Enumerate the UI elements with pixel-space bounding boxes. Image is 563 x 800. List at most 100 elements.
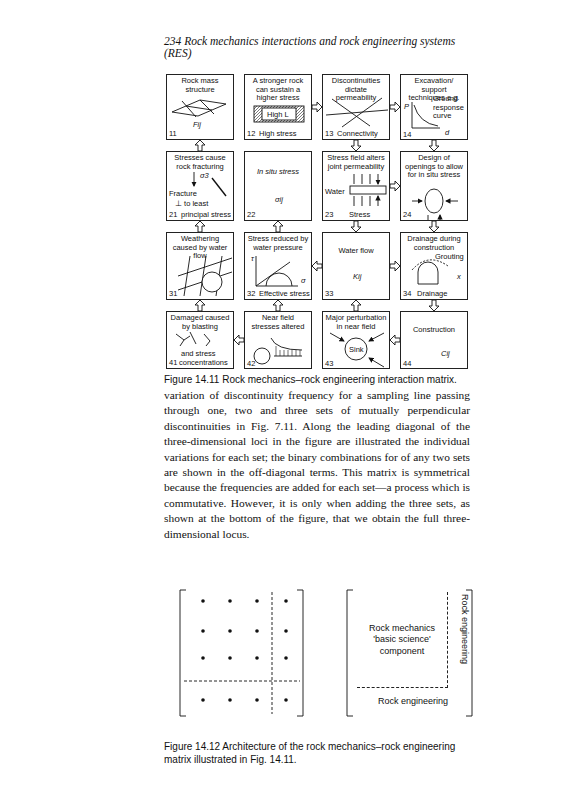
box-title: Stress field alters joint permeability: [325, 154, 387, 171]
box-title: Stress reduced by water pressure: [247, 235, 309, 252]
callout-number: 21: [169, 211, 177, 220]
matrix-box: Stress reduced by water pressure τ σ 32 Effe…: [244, 232, 312, 300]
box-title: A stronger rock can sustain a higher str…: [247, 77, 309, 103]
matrix-box: In situ stress σij 22: [244, 151, 312, 221]
matrix-box: Rock engineering: [357, 690, 469, 714]
box-title: Drainage during construction: [403, 235, 465, 252]
matrix-box: Water flowKij 33: [322, 232, 390, 300]
callout-number: 24: [403, 211, 411, 220]
matrix-box: Rock mechanics 'basic science' component: [357, 592, 448, 688]
matrix-box: Major perturbation in near fieldSink 43: [322, 311, 390, 369]
body-paragraph: variation of discontinuity frequency for…: [164, 388, 470, 542]
box-title: Construction: [403, 326, 465, 335]
box-title: Water flow: [325, 247, 387, 256]
box-label: High L: [267, 111, 289, 120]
block-arrow: [390, 181, 400, 191]
matrix-box: Stress field alters joint permeabilityWa…: [322, 151, 390, 221]
matrix-box: Discontinuities dictate permeability 13 Co…: [322, 74, 390, 140]
callout-number: 14: [403, 131, 411, 140]
matrix-box: Stresses cause rock fracturingσ3Fracture…: [166, 151, 234, 221]
box-label: ⊥ to least: [175, 200, 208, 209]
matrix-box: Design of openings to allow for in situ …: [400, 151, 468, 221]
box-label: High stress: [259, 130, 297, 139]
box-label: principal stress: [181, 211, 231, 220]
box-label: Grouting: [435, 253, 464, 262]
block-arrow: [195, 300, 205, 311]
box-label: Cij: [441, 350, 450, 359]
matrix-box: Excavation/ support techniques e.g.Groun…: [400, 74, 468, 140]
matrix-box: Weathering caused by water flow 31: [166, 232, 234, 300]
block-arrow: [429, 300, 439, 311]
block-arrow: [312, 261, 322, 271]
box-label: Water: [325, 188, 345, 197]
box-label: σij: [275, 196, 283, 205]
callout-number: 31: [169, 290, 177, 299]
callout-number: 32: [247, 290, 255, 299]
box-label: concentrations: [179, 359, 228, 368]
matrix-box: A stronger rock can sustain a higher str…: [244, 74, 312, 140]
axis-label: Rock engineering: [460, 594, 470, 664]
callout-number: 43: [325, 360, 333, 369]
box-label: Ground response curve: [433, 95, 469, 121]
callout-number: 34: [403, 290, 411, 299]
box-title: Discontinuities dictate permeability: [325, 77, 387, 103]
box-title: Damaged caused by blasting: [169, 314, 231, 331]
block-arrow: [390, 261, 400, 271]
box-label: d: [445, 129, 449, 138]
running-head: 234 Rock mechanics interactions and rock…: [164, 35, 484, 59]
matrix-box: Drainage during constructionGrouting x 34 D…: [400, 232, 468, 300]
box-label: x: [457, 273, 461, 282]
callout-number: 22: [247, 211, 255, 220]
callout-number: 41: [169, 359, 177, 368]
box-title: Stresses cause rock fracturing: [169, 154, 231, 171]
block-arrow: [390, 335, 400, 345]
block-arrow: [312, 102, 322, 112]
box-label: Stress: [349, 211, 370, 220]
box-title: Rock mass structure: [169, 77, 231, 94]
region-label: Rock engineering: [359, 696, 467, 707]
callout-number: 12: [247, 130, 255, 139]
region-label: Rock mechanics 'basic science' component: [359, 623, 445, 657]
callout-number: 44: [403, 360, 411, 369]
box-title: Near field stresses altered: [247, 314, 309, 331]
block-arrow: [351, 221, 361, 232]
callout-number: 23: [325, 211, 333, 220]
block-arrow: [234, 335, 244, 345]
box-label: P: [404, 103, 409, 112]
box-title: Major perturbation in near field: [325, 314, 387, 331]
block-arrow: [429, 140, 439, 151]
matrix-box: Rock mass structureFij 11: [166, 74, 234, 140]
callout-number: 33: [325, 290, 333, 299]
block-arrow: [195, 140, 205, 151]
box-label: τ: [251, 255, 254, 264]
callout-number: 13: [325, 130, 333, 139]
block-arrow: [273, 221, 283, 232]
box-label: Effective stress: [259, 290, 310, 299]
box-label: Sink: [349, 346, 364, 355]
box-label: Drainage: [417, 290, 447, 299]
matrix-box: Near field stresses altered 42: [244, 311, 312, 369]
matrix-box: ConstructionCij 44: [400, 311, 468, 369]
box-label: σ: [301, 277, 306, 286]
box-label: Connectivity: [337, 130, 378, 139]
block-arrow: [429, 221, 439, 232]
box-title: In situ stress: [247, 168, 309, 177]
block-arrow: [195, 221, 205, 232]
box-title: Weathering caused by water flow: [169, 235, 231, 261]
block-arrow: [390, 102, 400, 112]
box-label: Fij: [193, 121, 201, 130]
figure-caption: Figure 14.12 Architecture of the rock me…: [164, 740, 464, 766]
block-arrow: [351, 300, 361, 311]
box-title: Design of openings to allow for in situ …: [403, 154, 465, 180]
box-label: Fracture: [169, 190, 197, 199]
box-label: σ3: [200, 172, 209, 181]
box-label: Kij: [353, 273, 361, 282]
figure-caption: Figure 14.11 Rock mechanics–rock enginee…: [164, 374, 474, 385]
block-arrow: [273, 300, 283, 311]
box-label: and stress: [181, 350, 216, 359]
block-arrow: [351, 140, 361, 151]
callout-number: 42: [247, 360, 255, 369]
callout-number: 11: [169, 130, 177, 139]
matrix-box: Damaged caused by blasting and stressconc…: [166, 311, 234, 369]
